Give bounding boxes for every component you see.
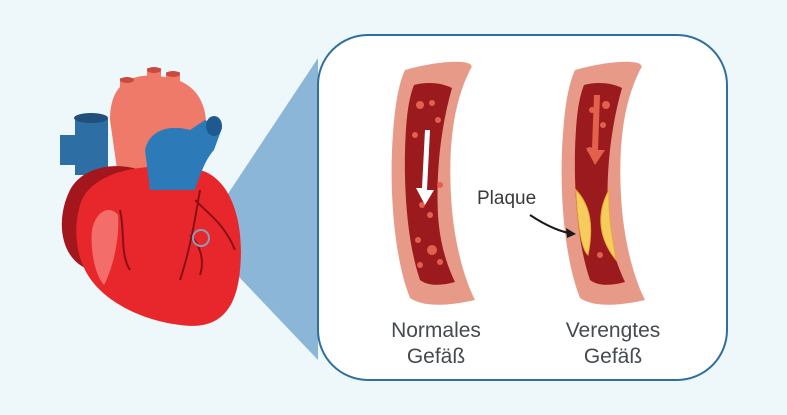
plaque-label: Plaque — [477, 188, 537, 209]
zoom-marker — [192, 229, 210, 247]
pulmonary-artery — [145, 120, 222, 190]
narrowed-caption-line2: Gefäß — [583, 345, 643, 368]
normal-vessel — [391, 61, 475, 305]
plaque-pointer-head — [566, 228, 576, 238]
vena-cava-opening — [74, 113, 108, 123]
aorta-branch-3 — [166, 72, 180, 96]
vena-cava — [75, 118, 108, 175]
aorta-opening-1 — [120, 77, 134, 83]
normal-caption-line1: Normales — [391, 319, 481, 342]
aorta-opening-3 — [166, 71, 180, 77]
aorta-branch-1 — [120, 78, 134, 102]
narrowed-vessel-caption: Verengtes Gefäß — [523, 318, 703, 370]
flow-arrow-normal — [416, 130, 434, 205]
normal-blood-cells — [412, 100, 443, 268]
plaque-right — [600, 189, 617, 262]
plaque-left — [575, 188, 592, 256]
aorta-branch-2 — [147, 68, 161, 92]
heart — [60, 67, 241, 326]
vena-cava-branch — [60, 135, 82, 165]
heart-highlight — [91, 210, 119, 285]
flow-arrow-narrowed — [586, 95, 605, 165]
normal-caption-line2: Gefäß — [406, 345, 466, 368]
pulmonary-opening — [206, 116, 222, 136]
narrowed-caption-line1: Verengtes — [565, 319, 661, 342]
normal-vessel-caption: Normales Gefäß — [346, 318, 526, 370]
narrowed-vessel — [529, 61, 645, 305]
aorta-opening-2 — [147, 67, 161, 73]
heart-ventricle — [76, 166, 241, 326]
zoom-cone — [200, 58, 318, 360]
